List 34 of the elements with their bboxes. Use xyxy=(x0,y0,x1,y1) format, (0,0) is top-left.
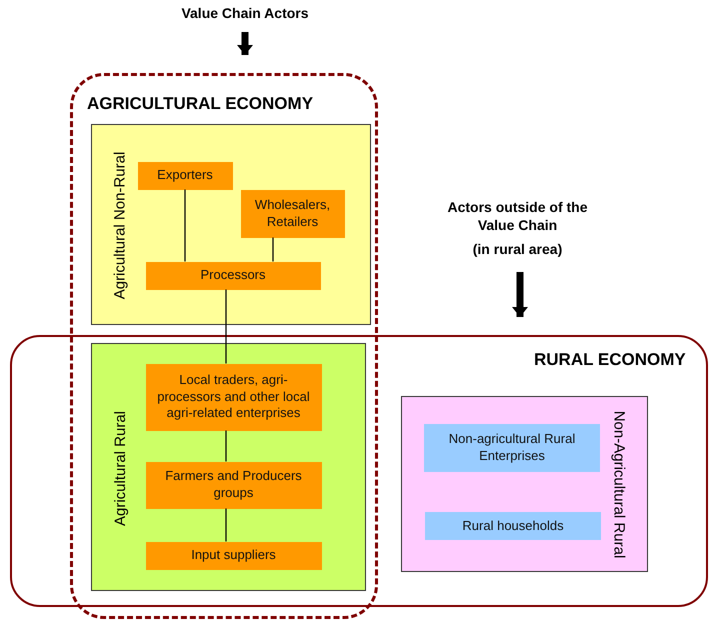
region-title: AGRICULTURAL ECONOMY xyxy=(87,94,314,114)
actor-label: Rural households xyxy=(462,518,564,534)
region-title: RURAL ECONOMY xyxy=(534,350,686,370)
actor-label: Processors xyxy=(200,267,266,284)
arrow xyxy=(512,272,528,317)
arrow xyxy=(237,32,253,55)
actor-label: Local traders, agri-processors and other local agri-related enterprises xyxy=(156,372,311,422)
heading-text: Actors outside of the Value Chain xyxy=(446,198,588,234)
connector-line xyxy=(225,430,227,462)
zone-label: Agricultural Rural xyxy=(112,410,129,526)
actor-box xyxy=(146,542,322,570)
actor-label: Input suppliers xyxy=(191,547,276,564)
actor-label: Wholesalers, Retailers xyxy=(254,196,332,230)
actor-box xyxy=(425,512,601,540)
actor-box xyxy=(138,162,232,190)
actor-box xyxy=(146,364,322,430)
actor-label: Non-agricultural Rural Enterprises xyxy=(448,431,576,465)
connector-line xyxy=(272,238,274,262)
connector-line xyxy=(225,508,227,542)
heading-text: (in rural area) xyxy=(472,240,564,259)
connector-line xyxy=(225,290,227,364)
actor-box xyxy=(146,462,322,508)
zone-label: Agricultural Non-Rural xyxy=(111,152,128,300)
heading-text: Value Chain Actors xyxy=(180,4,310,22)
actor-label: Farmers and Producers groups xyxy=(164,468,303,502)
actor-box xyxy=(424,424,600,472)
zone-panel xyxy=(91,343,366,591)
actor-label: Exporters xyxy=(157,167,213,184)
zone-panel xyxy=(91,124,371,325)
zone-panel xyxy=(400,396,648,572)
zone-label: Non-Agricultural Rural xyxy=(610,410,627,558)
actor-box xyxy=(146,262,320,290)
actor-box xyxy=(240,190,344,238)
connector-line xyxy=(184,190,186,262)
